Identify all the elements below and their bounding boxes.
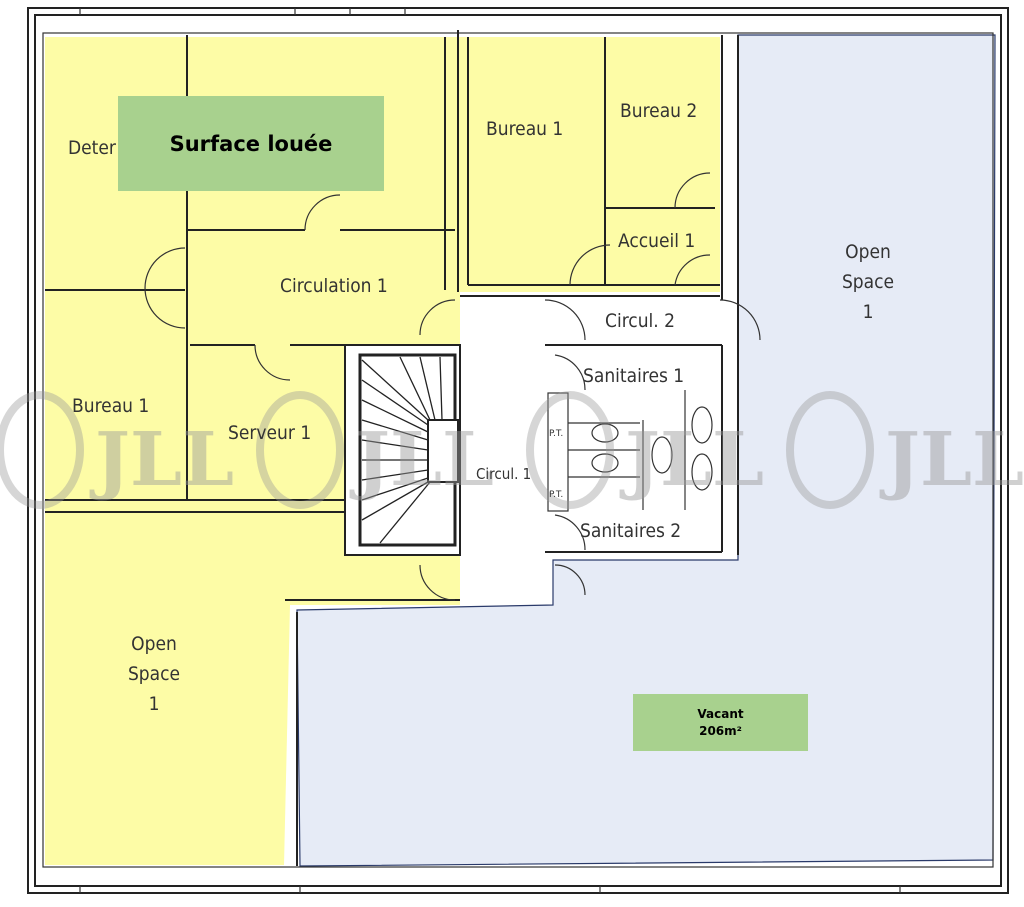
svg-text:Space: Space bbox=[128, 663, 180, 685]
interior-walls bbox=[45, 30, 739, 866]
vacant-title: Vacant bbox=[697, 706, 744, 721]
room-bureau-1-left: Bureau 1 bbox=[72, 395, 149, 417]
watermark-text: JLL bbox=[619, 417, 764, 503]
door-swings bbox=[144, 172, 761, 601]
room-sanitaires-1: Sanitaires 1 bbox=[583, 365, 684, 387]
room-circul-1: Circul. 1 bbox=[476, 465, 531, 483]
outer-wall bbox=[27, 7, 1009, 894]
room-bureau-1-top: Bureau 1 bbox=[486, 118, 563, 140]
vacant-label: Vacant 206m² bbox=[633, 694, 808, 751]
room-circul-2: Circul. 2 bbox=[605, 310, 675, 332]
jll-watermark: JLL JLL JLL JLL bbox=[0, 391, 1024, 509]
room-circulation-1: Circulation 1 bbox=[280, 275, 388, 297]
svg-text:1: 1 bbox=[863, 301, 874, 323]
room-bureau-2: Bureau 2 bbox=[620, 100, 697, 122]
room-sanitaires-2: Sanitaires 2 bbox=[580, 520, 681, 542]
windows bbox=[79, 8, 901, 893]
leased-surface-label: Surface louée bbox=[118, 96, 384, 191]
svg-text:1: 1 bbox=[149, 693, 160, 715]
leased-surface-text: Surface louée bbox=[169, 131, 333, 156]
pt-label: P.T. bbox=[549, 490, 563, 500]
watermark-text: JLL bbox=[879, 417, 1024, 503]
outer-wall-inner bbox=[34, 14, 1002, 887]
sanitary-fixtures bbox=[547, 390, 713, 512]
room-open-space-right: Open Space 1 bbox=[842, 241, 894, 323]
room-accueil-1: Accueil 1 bbox=[618, 230, 695, 252]
svg-text:Open: Open bbox=[845, 241, 891, 263]
room-serveur-1: Serveur 1 bbox=[228, 422, 311, 444]
watermark-text: JLL bbox=[89, 417, 234, 503]
staircase bbox=[344, 344, 461, 556]
svg-text:Space: Space bbox=[842, 271, 894, 293]
room-open-space-left: Open Space 1 bbox=[128, 633, 180, 715]
pt-label: P.T. bbox=[549, 429, 563, 439]
svg-text:Open: Open bbox=[131, 633, 177, 655]
vacant-area-value: 206m² bbox=[699, 723, 742, 738]
vacant-area bbox=[296, 34, 996, 867]
watermark-text: JLL bbox=[349, 417, 494, 503]
room-deter: Deter bbox=[68, 137, 117, 159]
inner-wall bbox=[42, 32, 994, 868]
